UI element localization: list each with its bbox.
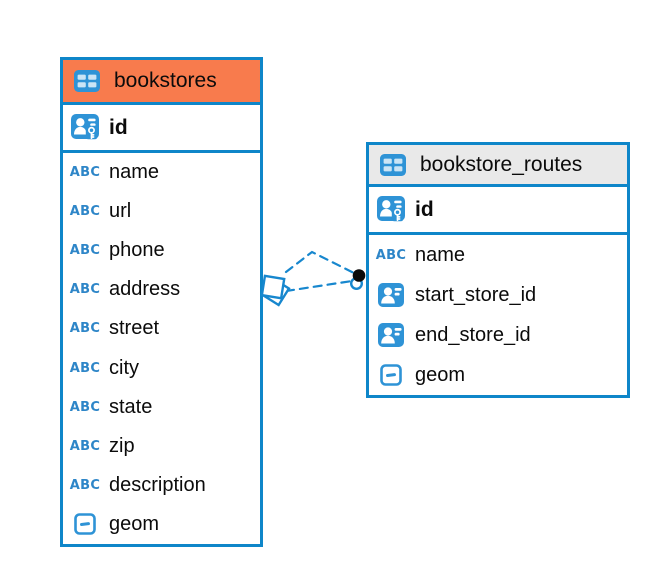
one-end-diamond-marker — [260, 274, 291, 307]
text-type-icon: ABC — [69, 438, 101, 454]
relationship-bookstores-to-routes[interactable] — [260, 250, 366, 307]
primary-key-icon — [70, 114, 100, 141]
text-type-icon: ABC — [69, 321, 101, 337]
foreign-key-type-icon — [376, 323, 406, 347]
table-column-row[interactable]: ABC state — [69, 395, 153, 418]
text-type-icon: ABC — [69, 477, 101, 493]
table-column-row[interactable]: end_store_id — [369, 315, 627, 355]
table-column-row[interactable]: geom — [63, 505, 260, 544]
table-column-row[interactable]: ABC phone — [69, 239, 165, 262]
column-list: ABC name start_store_id end_store_id geo… — [369, 235, 627, 395]
primary-key-row[interactable]: id — [63, 105, 260, 153]
table-grid-icon — [72, 70, 102, 92]
primary-key-name: id — [415, 197, 434, 221]
geometry-type-icon — [376, 364, 406, 386]
text-type-icon: ABC — [69, 243, 101, 259]
table-card-bookstores[interactable]: bookstores id ABC name ABC url — [60, 57, 263, 547]
foreign-key-type-icon — [376, 283, 406, 307]
table-column-row[interactable]: ABC street — [69, 317, 160, 340]
primary-key-name: id — [109, 115, 128, 139]
table-column-row[interactable]: ABC url — [69, 200, 132, 223]
text-type-icon: ABC — [69, 360, 101, 376]
text-type-icon: ABC — [69, 165, 101, 181]
table-column-row[interactable]: geom — [369, 355, 627, 395]
text-type-icon: ABC — [69, 399, 101, 415]
table-title: bookstores — [114, 69, 217, 92]
table-column-row[interactable]: ABC zip — [69, 434, 135, 457]
primary-key-icon — [376, 196, 406, 223]
table-column-row[interactable]: ABC name — [69, 161, 160, 184]
table-header-bookstore-routes[interactable]: bookstore_routes — [369, 145, 627, 187]
table-column-row[interactable]: ABC city — [69, 356, 139, 379]
primary-key-row[interactable]: id — [369, 187, 627, 235]
text-type-icon: ABC — [69, 204, 101, 220]
geometry-type-icon — [70, 513, 100, 536]
table-column-row[interactable]: ABC name — [375, 243, 466, 266]
table-header-bookstores[interactable]: bookstores — [63, 60, 260, 105]
table-title: bookstore_routes — [420, 152, 583, 176]
text-type-icon: ABC — [375, 247, 407, 263]
table-column-row[interactable]: ABC description — [69, 473, 206, 496]
relationship-line[interactable] — [284, 250, 358, 276]
many-end-dot-marker — [350, 269, 366, 291]
relationship-line[interactable] — [284, 279, 354, 293]
table-column-row[interactable]: ABC address — [69, 278, 181, 301]
text-type-icon: ABC — [69, 282, 101, 298]
column-list: ABC name ABC url ABC phone ABC address A… — [63, 153, 260, 544]
table-column-row[interactable]: start_store_id — [369, 275, 627, 315]
table-grid-icon — [378, 153, 408, 176]
table-card-bookstore-routes[interactable]: bookstore_routes id ABC name start — [366, 142, 630, 398]
